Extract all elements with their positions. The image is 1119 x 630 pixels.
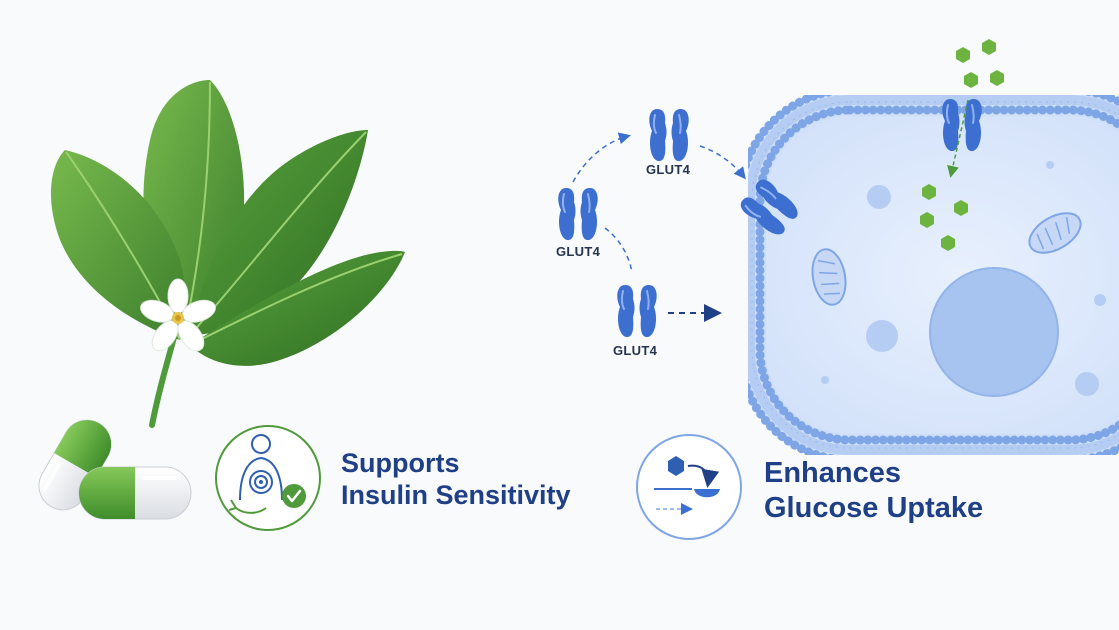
mitochondrion: [1028, 212, 1082, 254]
benefit-caption-insulin: Supports Insulin Sensitivity: [341, 447, 571, 512]
cell: [748, 95, 1119, 455]
glut4-transporter: [557, 187, 599, 242]
capsule: [38, 419, 112, 511]
benefit-line: Enhances: [764, 457, 901, 489]
mitochondrion: [811, 248, 847, 306]
translocation-arrow: [699, 145, 746, 180]
benefit-line: Glucose Uptake: [764, 491, 984, 524]
nucleus: [930, 268, 1058, 396]
body-target-check-icon: [215, 425, 321, 531]
glucose-molecules: [920, 39, 1004, 251]
benefit-line: Supports: [341, 448, 460, 478]
capsule: [78, 466, 192, 520]
glut4-label: GLUT4: [646, 162, 691, 177]
glut4-transporter: [616, 284, 658, 339]
translocation-arrow: [572, 132, 631, 183]
glucose-entry-arrow: [947, 99, 969, 178]
flower: [140, 278, 216, 352]
glut4-transporter: [648, 108, 690, 163]
leaf: [190, 250, 405, 366]
glut4-label: GLUT4: [556, 244, 601, 259]
benefit-caption-glucose: Enhances Glucose Uptake: [764, 456, 983, 526]
plant: [50, 80, 405, 428]
leaf: [50, 150, 186, 340]
glut4-label: GLUT4: [613, 343, 658, 358]
translocation-arrow: [604, 227, 633, 273]
glucose-uptake-icon: [636, 434, 742, 540]
benefit-line: Insulin Sensitivity: [341, 480, 571, 511]
